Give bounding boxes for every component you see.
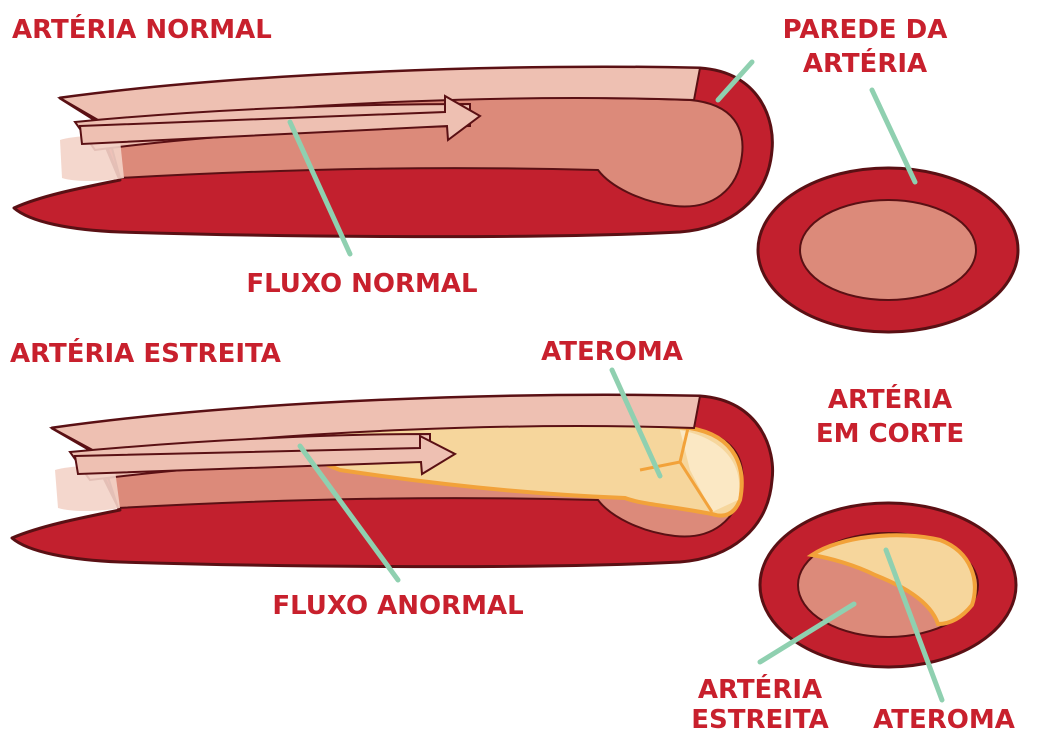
label-atheroma-top: ATEROMA — [541, 337, 683, 367]
label-narrow-cross-line1: ARTÉRIA — [698, 673, 822, 705]
label-narrow-artery: ARTÉRIA ESTREITA — [10, 337, 281, 369]
narrow-artery-illustration — [12, 395, 773, 567]
label-normal-artery: ARTÉRIA NORMAL — [12, 13, 272, 45]
label-cross-section-line2: EM CORTE — [816, 419, 964, 449]
label-cross-section-line1: ARTÉRIA — [828, 383, 952, 415]
normal-artery-illustration — [14, 67, 772, 237]
label-artery-wall-line2: ARTÉRIA — [803, 47, 927, 79]
normal-cross-section — [758, 168, 1018, 332]
normal-cross-section-lumen — [800, 200, 976, 300]
label-atheroma-bottom: ATEROMA — [873, 705, 1015, 731]
label-abnormal-flow: FLUXO ANORMAL — [272, 591, 523, 621]
label-artery-wall-line1: PAREDE DA — [783, 15, 948, 45]
label-narrow-cross-line2: ESTREITA — [691, 705, 829, 731]
narrow-cross-section — [760, 503, 1016, 667]
label-normal-flow: FLUXO NORMAL — [246, 269, 477, 299]
